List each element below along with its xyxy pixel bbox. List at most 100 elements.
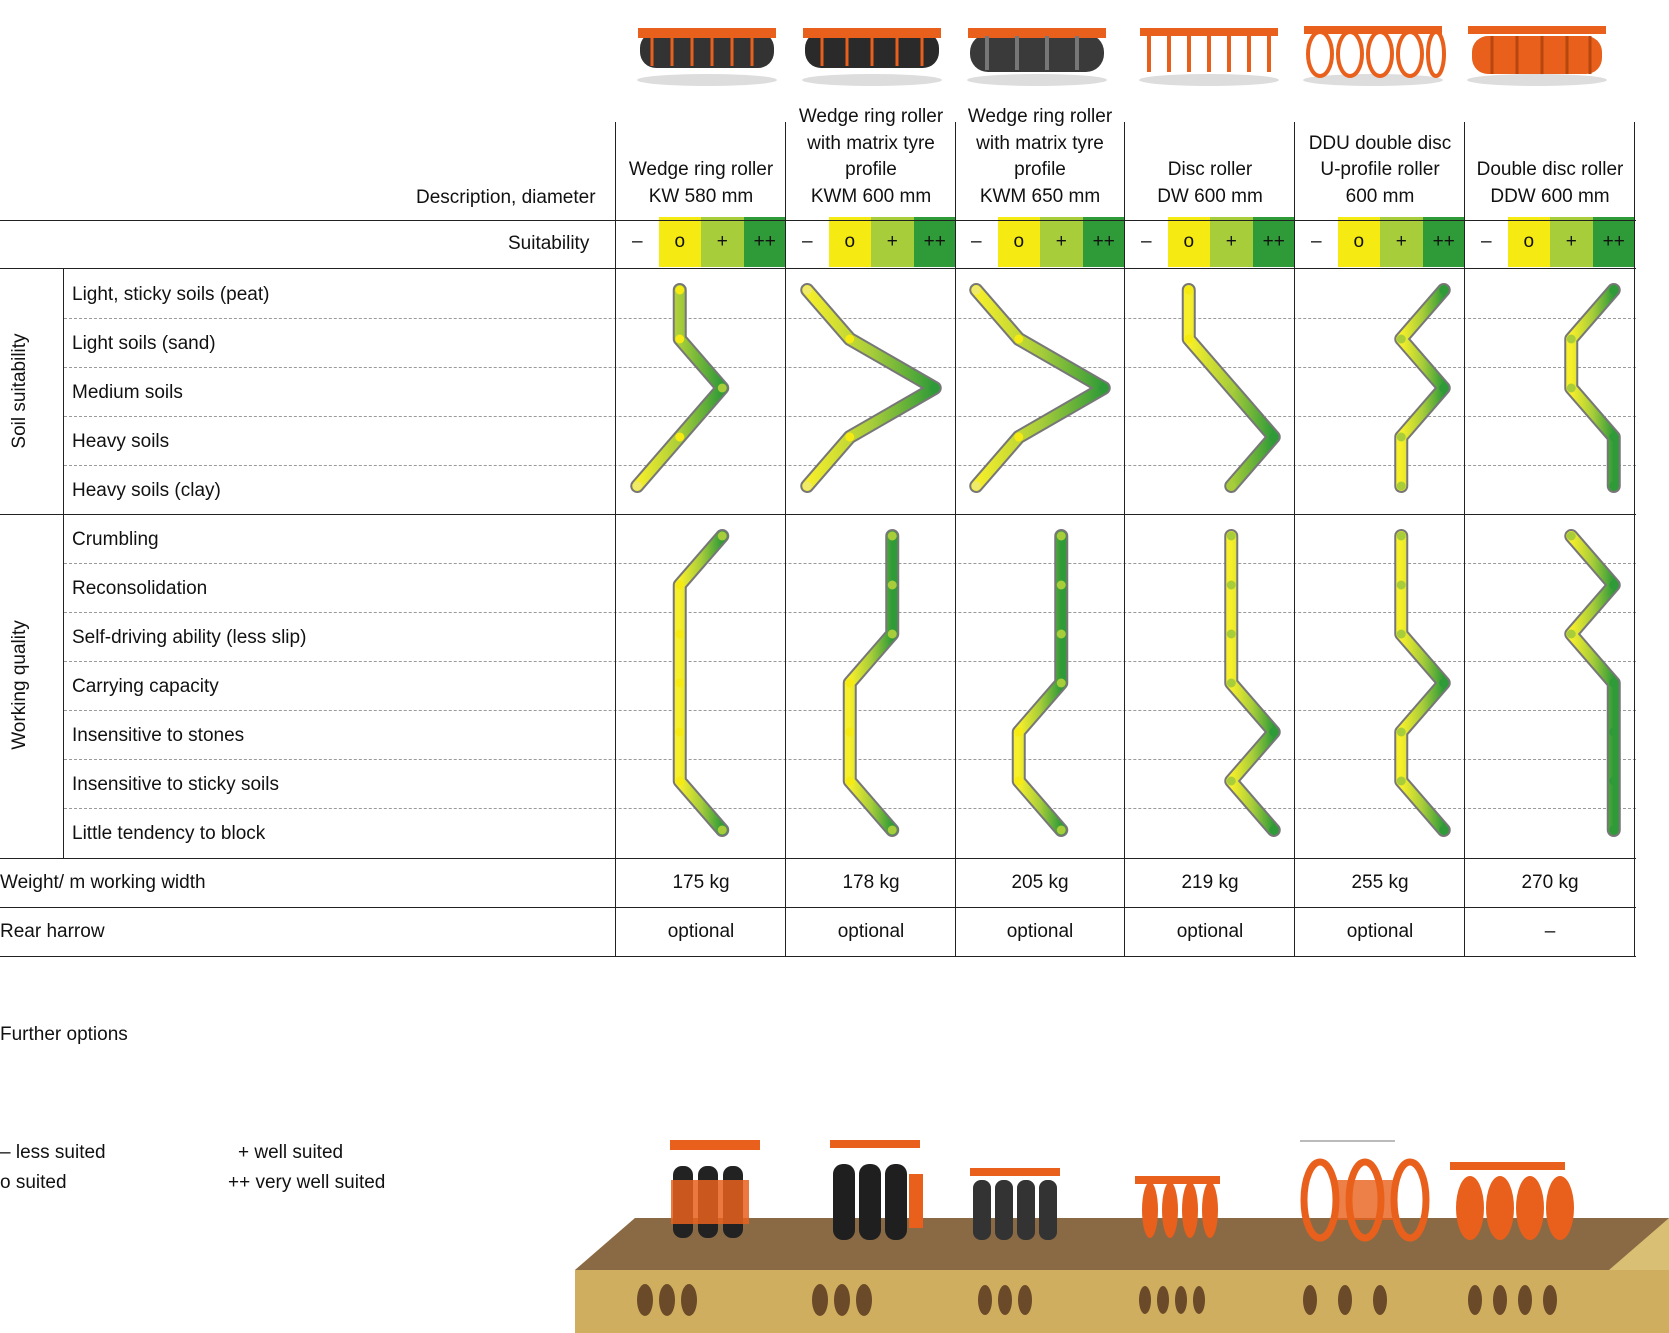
scale-cell: –	[786, 217, 829, 267]
roller-name-2: with matrix tyre	[976, 132, 1104, 154]
row-label: Medium soils	[72, 382, 183, 403]
rating-point	[632, 481, 642, 491]
scale-cell: +	[701, 217, 744, 267]
roller-image-kw	[637, 28, 777, 86]
rating-point	[1566, 334, 1576, 344]
curve-soil-5	[1566, 285, 1619, 491]
rating-point	[1226, 678, 1236, 688]
rating-point	[1056, 580, 1066, 590]
curve-outline-work-1	[842, 529, 900, 837]
curve-work-4	[1396, 531, 1449, 835]
roller-header-kwm650: Wedge ring roller with matrix tyre profile…	[955, 98, 1125, 210]
scale-cell: +	[1380, 217, 1423, 267]
weight-value-kw: 175 kg	[672, 872, 730, 893]
scale-cell: o	[828, 217, 871, 267]
roller-diameter: DW 600 mm	[1157, 185, 1263, 207]
rating-point	[1014, 776, 1024, 786]
curve-outline-soil-3	[1181, 283, 1281, 493]
rating-point	[1226, 383, 1236, 393]
rating-point	[1056, 531, 1066, 541]
rating-point	[971, 285, 981, 295]
roller-name: Double disc roller	[1476, 159, 1624, 180]
curve-outline-soil-4	[1394, 283, 1451, 493]
scale-cell: +	[871, 217, 914, 267]
rating-point	[887, 825, 897, 835]
roller-image-dw	[1139, 28, 1279, 86]
weight-value-kwm650: 205 kg	[1011, 872, 1069, 893]
curve-work-1	[844, 531, 898, 835]
curve-soil-0	[632, 285, 728, 491]
row-label: Insensitive to sticky soils	[72, 774, 279, 795]
curve-work-3	[1226, 531, 1279, 835]
scale-cell: –	[1465, 217, 1508, 267]
weight-label: Weight/ m working width	[0, 872, 206, 893]
suitability-scale: –o+++	[1465, 217, 1635, 267]
rating-point	[887, 580, 897, 590]
rating-point	[1609, 678, 1619, 688]
roller-section-dw	[1135, 1176, 1220, 1238]
roller-section-ddu	[1300, 1140, 1430, 1242]
rating-point	[930, 383, 940, 393]
roller-image-kwm650	[967, 28, 1107, 86]
rating-point	[1014, 334, 1024, 344]
rating-point	[1396, 580, 1406, 590]
roller-diameter: DDW 600 mm	[1490, 185, 1610, 207]
rating-point	[802, 285, 812, 295]
roller-section-kwm600	[830, 1140, 923, 1240]
rating-point	[1056, 629, 1066, 639]
scale-cell: o	[658, 217, 701, 267]
rating-point	[1396, 481, 1406, 491]
rating-point	[675, 727, 685, 737]
roller-name: Wedge ring roller	[798, 106, 944, 127]
weight-value-ddw: 270 kg	[1521, 872, 1579, 893]
rating-point	[675, 678, 685, 688]
roller-name: DDU double disc	[1308, 132, 1452, 154]
row-label: Heavy soils (clay)	[72, 480, 221, 501]
roller-name: Disc roller	[1167, 159, 1253, 180]
roller-image-kwm600	[802, 28, 942, 86]
roller-diameter: 600 mm	[1345, 185, 1415, 207]
rating-point	[1609, 727, 1619, 737]
roller-section-kw	[670, 1140, 760, 1238]
roller-section-ddw	[1450, 1162, 1574, 1240]
roller-name-3: profile	[1014, 159, 1066, 180]
row-label: Carrying capacity	[72, 676, 219, 697]
rating-point	[1396, 334, 1406, 344]
roller-diameter: KWM 650 mm	[979, 185, 1101, 207]
rating-point	[1226, 629, 1236, 639]
curve-soil-3	[1183, 285, 1279, 491]
curve-soil-1	[802, 285, 940, 491]
rating-point	[1439, 285, 1449, 295]
roller-name: Wedge ring roller	[628, 159, 774, 180]
rating-point	[1609, 580, 1619, 590]
rating-point	[887, 531, 897, 541]
roller-name-2: U-profile roller	[1320, 159, 1440, 180]
scale-cell: +	[1040, 217, 1083, 267]
roller-name: Wedge ring roller	[967, 106, 1113, 127]
rating-point	[1184, 334, 1194, 344]
curve-work-2	[1013, 531, 1067, 835]
rear-harrow-value-kwm650: optional	[1006, 921, 1074, 942]
rating-point	[971, 481, 981, 491]
rating-point	[1396, 776, 1406, 786]
rating-point	[802, 481, 812, 491]
rating-point	[675, 629, 685, 639]
rating-point	[1439, 825, 1449, 835]
rating-point	[717, 383, 727, 393]
rating-point	[845, 678, 855, 688]
weight-value-kwm600: 178 kg	[842, 872, 900, 893]
rating-point	[1226, 776, 1236, 786]
rating-point	[1396, 727, 1406, 737]
weight-value-dw: 219 kg	[1181, 872, 1239, 893]
rating-point	[1396, 629, 1406, 639]
rating-point	[1014, 432, 1024, 442]
rating-point	[1609, 432, 1619, 442]
rating-point	[1566, 629, 1576, 639]
rating-point	[1609, 481, 1619, 491]
rating-point	[1439, 383, 1449, 393]
rating-point	[1269, 432, 1279, 442]
curve-outline-soil-0	[630, 283, 730, 493]
curve-outline-soil-5	[1564, 283, 1621, 493]
scale-cell: ++	[1082, 217, 1125, 267]
curve-outline-soil-1	[800, 283, 942, 493]
